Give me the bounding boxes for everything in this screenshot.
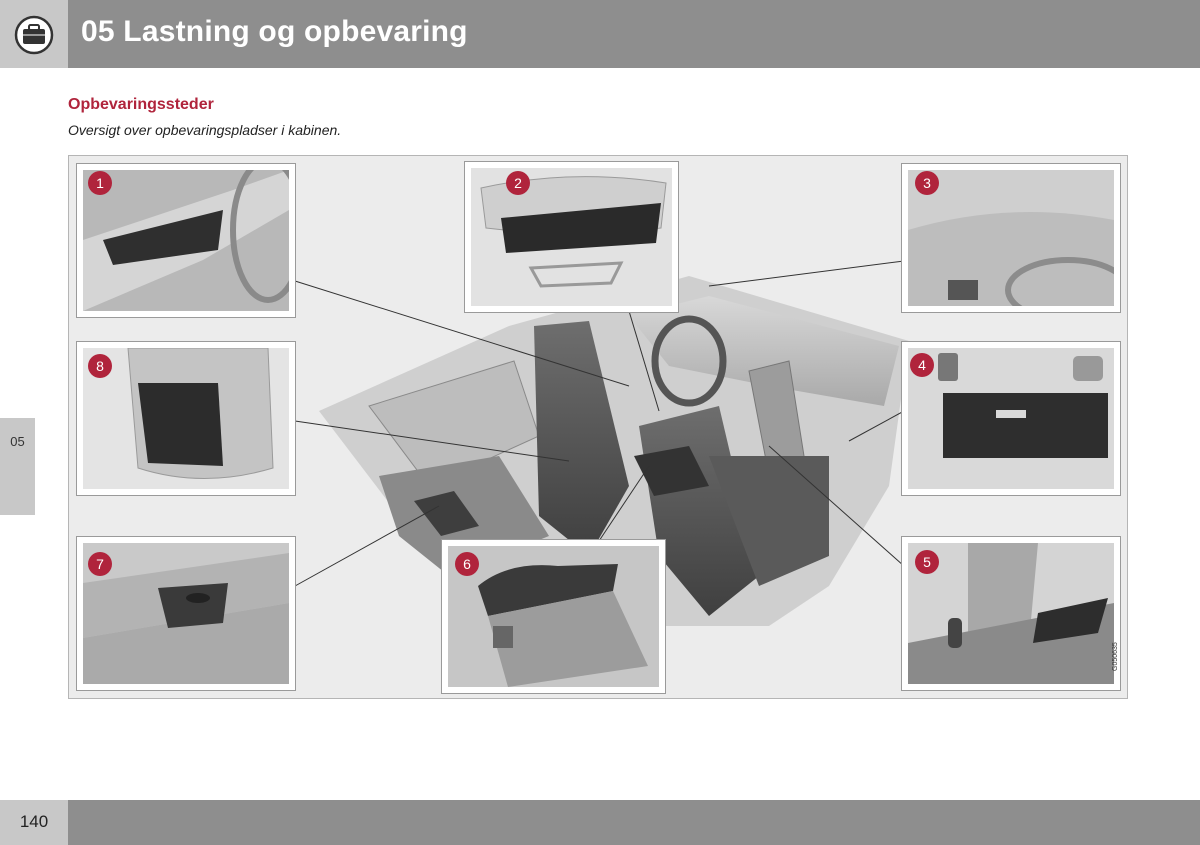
callout-badge-7: 7 <box>88 552 112 576</box>
inset-rear-armrest <box>76 536 296 691</box>
callout-badge-3: 3 <box>915 171 939 195</box>
callout-badge-6: 6 <box>455 552 479 576</box>
armrest-compartment-image <box>448 546 659 687</box>
header-bar <box>68 0 1200 68</box>
figure-code: G050635 <box>1112 642 1119 671</box>
callout-badge-5: 5 <box>915 550 939 574</box>
seatback-pocket-image <box>83 347 289 489</box>
section-subtitle: Oversigt over opbevaringspladser i kabin… <box>68 122 342 138</box>
glovebox-image <box>908 348 1114 489</box>
footer-side-block <box>0 800 68 845</box>
page-number: 140 <box>19 812 49 831</box>
chapter-tab[interactable]: 05 <box>0 418 35 515</box>
rear-armrest-image <box>83 543 289 684</box>
storage-overview-figure: 1 2 3 4 5 6 7 8 G050635 <box>68 155 1131 699</box>
dashboard-image <box>908 170 1131 323</box>
callout-badge-4: 4 <box>910 353 934 377</box>
console-tray-image <box>908 543 1114 684</box>
inset-seat-drawer <box>464 161 679 313</box>
inset-console-tray <box>901 536 1121 691</box>
suitcase-icon <box>14 15 54 55</box>
cabin-illustration <box>294 260 909 626</box>
seat-drawer-image <box>471 168 672 306</box>
callout-badge-2: 2 <box>506 171 530 195</box>
footer-bar <box>68 800 1200 845</box>
chapter-title: 05 Lastning og opbevaring <box>81 15 468 48</box>
chapter-tab-label: 05 <box>10 434 25 449</box>
callout-badge-8: 8 <box>88 354 112 378</box>
callout-badge-1: 1 <box>88 171 112 195</box>
door-pocket-image <box>83 157 306 311</box>
section-title: Opbevaringssteder <box>68 96 214 113</box>
inset-glovebox <box>901 341 1121 496</box>
inset-seatback-pocket <box>76 341 296 496</box>
